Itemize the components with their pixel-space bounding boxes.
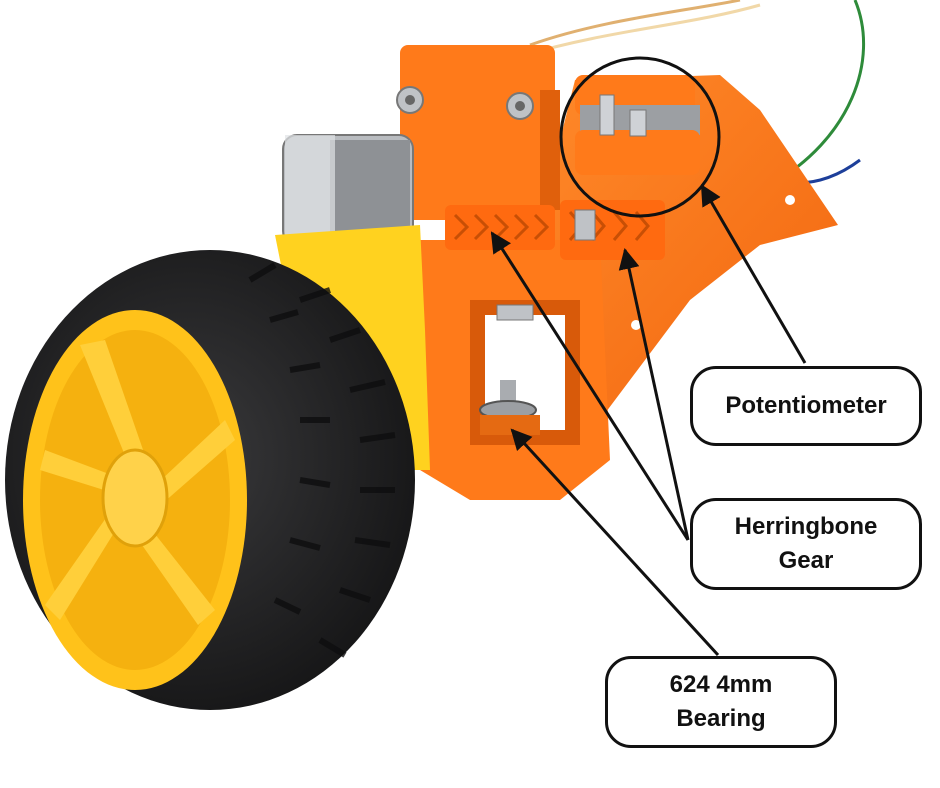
- herringbone-gear-label-line1: Herringbone: [734, 513, 878, 540]
- herringbone-gear-label: Herringbone Gear: [690, 498, 922, 590]
- arrow-bearing: [510, 428, 720, 657]
- potentiometer-label: Potentiometer: [690, 366, 922, 446]
- potentiometer-highlight-circle: [559, 56, 721, 218]
- bearing-label: 624 4mm Bearing: [605, 656, 837, 748]
- lower-bracket: [415, 240, 610, 500]
- wheel: [5, 250, 415, 710]
- arrow-potentiometer: [700, 184, 807, 364]
- potentiometer-assembly: [575, 75, 700, 175]
- herringbone-gear-label-line2: Gear: [778, 547, 834, 574]
- main-bracket: [396, 45, 560, 220]
- potentiometer-label-text: Potentiometer: [725, 392, 887, 419]
- bearing-label-line1: 624 4mm: [669, 671, 773, 698]
- arrow-gear-left: [490, 231, 690, 541]
- annotation-arrows: [490, 184, 807, 657]
- bearing-label-line2: Bearing: [676, 705, 766, 732]
- arrow-gear-right: [618, 247, 690, 541]
